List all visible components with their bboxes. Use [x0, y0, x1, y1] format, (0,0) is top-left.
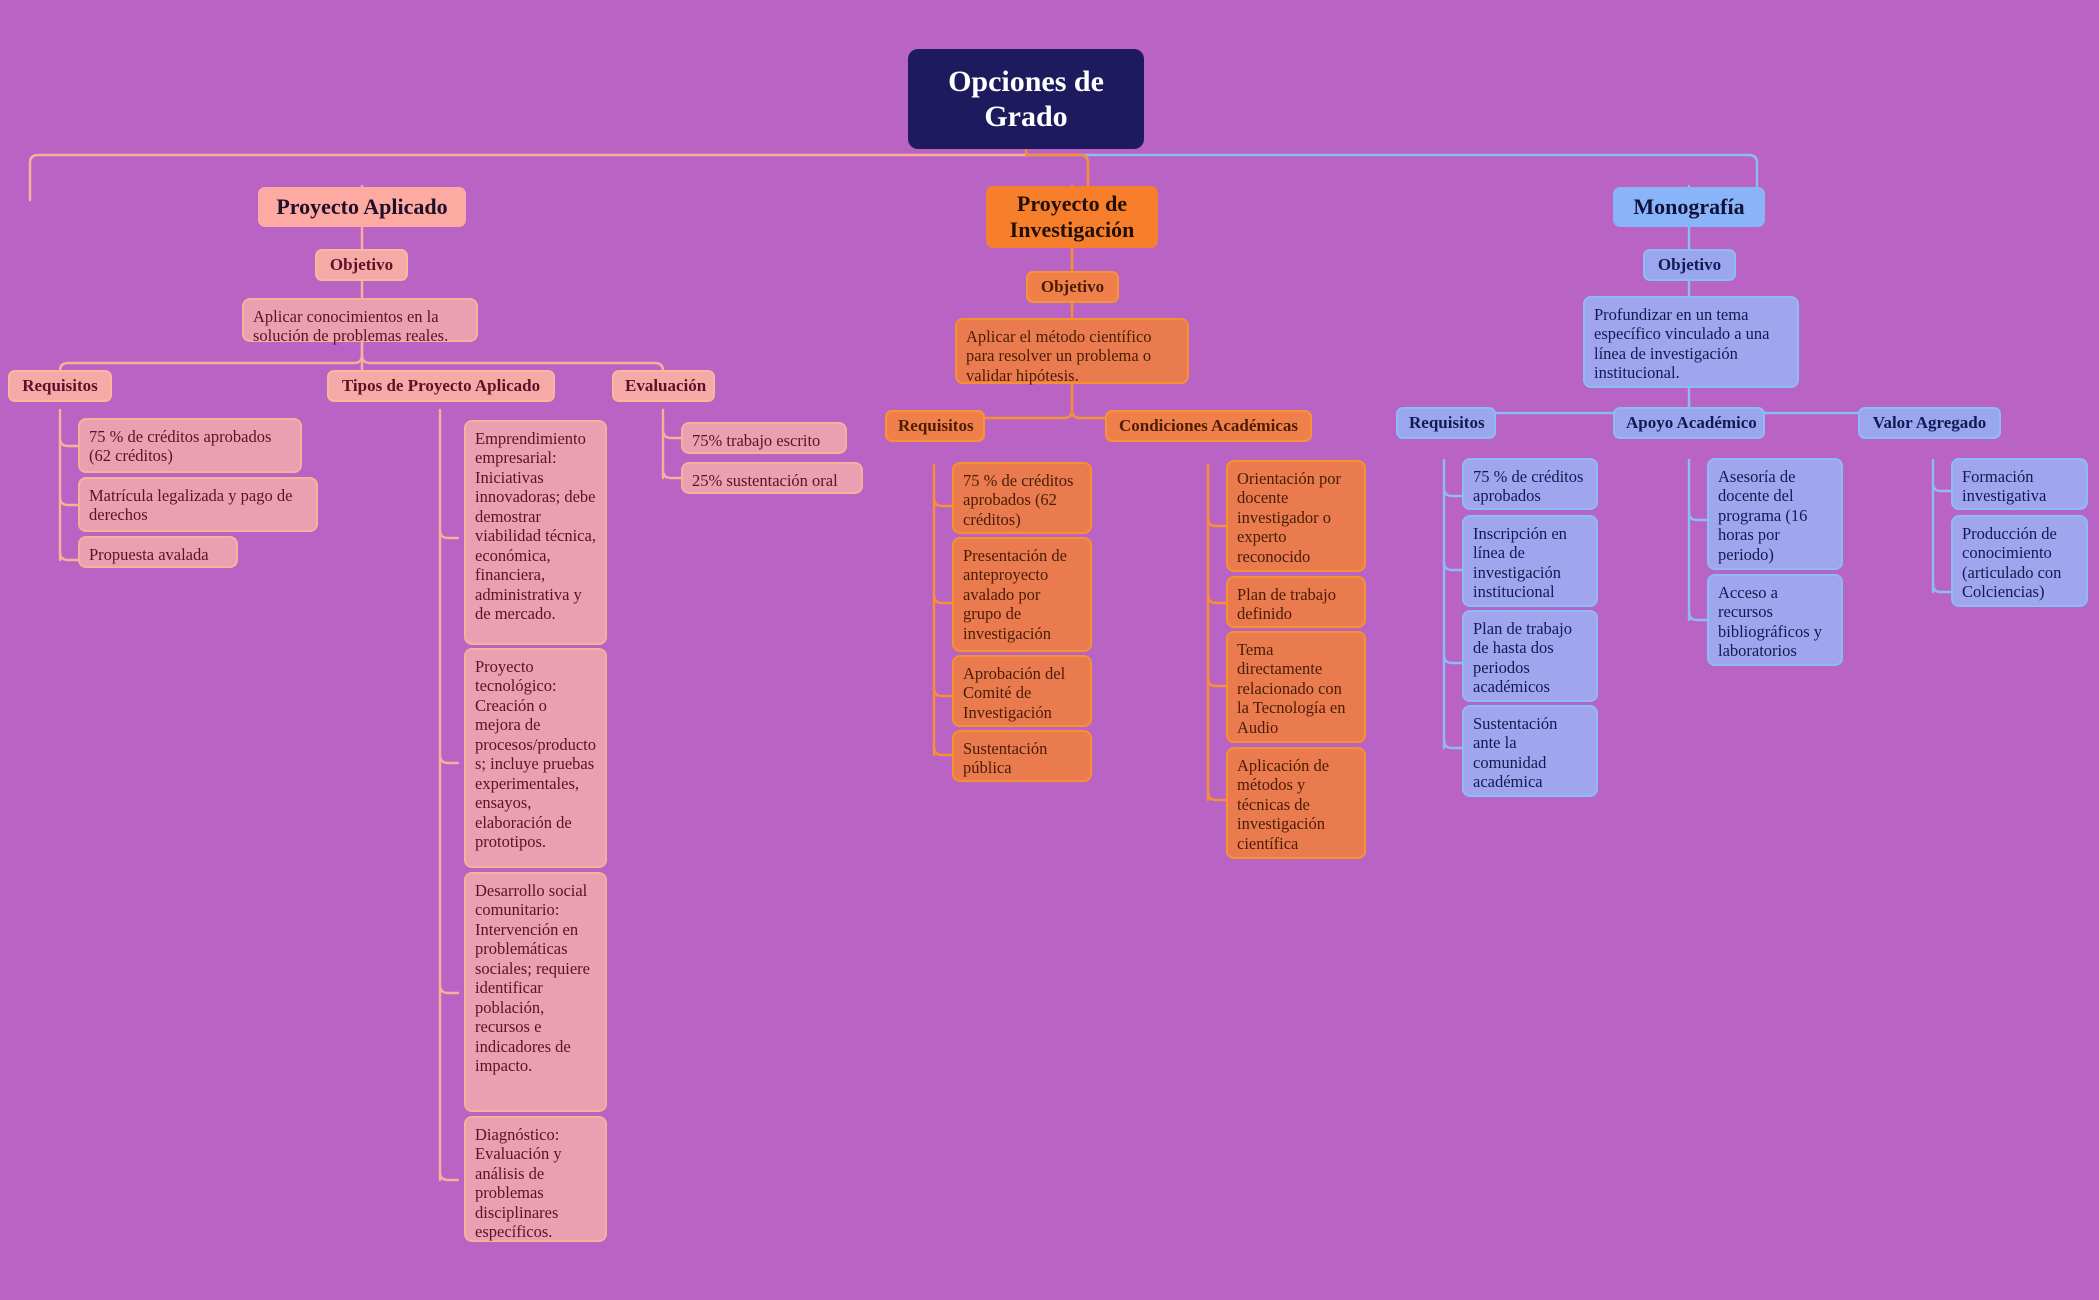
- leaf-text: 75% trabajo escrito: [692, 431, 821, 450]
- list-item: Plan de trabajo definido: [1226, 576, 1366, 628]
- objetivo-pill-investigacion[interactable]: Objetivo: [1026, 271, 1119, 303]
- list-item: Formación investigativa: [1951, 458, 2088, 510]
- leaf-text: Proyecto tecnológico: Creación o mejora …: [475, 657, 596, 852]
- leaf-text: Sustentación pública: [963, 739, 1048, 778]
- objetivo-text-proyecto-aplicado: Aplicar conocimientos en la solución de …: [242, 298, 478, 345]
- leaf-text: Aprobación del Comité de Investigación: [963, 664, 1066, 722]
- list-item: Asesoría de docente del programa (16 hor…: [1707, 458, 1843, 570]
- leaf-text: Propuesta avalada: [89, 545, 209, 564]
- list-item: Orientación por docente investigador o e…: [1226, 460, 1366, 572]
- branch-header-monografia[interactable]: Monografía: [1613, 187, 1765, 227]
- leaf-text: 25% sustentación oral: [692, 471, 838, 490]
- group-title: Tipos de Proyecto Aplicado: [341, 375, 541, 395]
- list-item: Plan de trabajo de hasta dos periodos ac…: [1462, 610, 1598, 702]
- leaf-text: Plan de trabajo de hasta dos periodos ac…: [1473, 619, 1572, 697]
- branch-title: Proyecto Aplicado: [276, 194, 448, 220]
- leaf-text: Aplicación de métodos y técnicas de inve…: [1237, 756, 1330, 853]
- objetivo-label: Objetivo: [1040, 276, 1105, 296]
- group-header-valor-agregado[interactable]: Valor Agregado: [1858, 407, 2001, 439]
- list-item: Emprendimiento empresarial: Iniciativas …: [464, 420, 607, 645]
- objetivo-text: Aplicar el método científico para resolv…: [966, 327, 1152, 385]
- list-item: Matrícula legalizada y pago de derechos: [78, 477, 318, 532]
- group-header-apoyo-academico[interactable]: Apoyo Académico: [1613, 407, 1765, 439]
- branch-header-proyecto-de-investigacion[interactable]: Proyecto de Investigación: [986, 186, 1158, 248]
- leaf-text: Sustentación ante la comunidad académica: [1473, 714, 1558, 792]
- group-header-tipos-proyecto-aplicado[interactable]: Tipos de Proyecto Aplicado: [327, 370, 555, 402]
- leaf-text: Orientación por docente investigador o e…: [1237, 469, 1342, 566]
- list-item: Aprobación del Comité de Investigación: [952, 655, 1092, 727]
- root-label: Opciones de Grado: [948, 64, 1104, 133]
- leaf-text: Tema directamente relacionado con la Tec…: [1237, 640, 1346, 737]
- group-title: Apoyo Académico: [1626, 412, 1757, 432]
- group-title: Requisitos: [898, 415, 974, 435]
- group-title: Valor Agregado: [1872, 412, 1987, 432]
- group-title: Condiciones Académicas: [1119, 415, 1298, 435]
- list-item: Acceso a recursos bibliográficos y labor…: [1707, 574, 1843, 666]
- leaf-text: Plan de trabajo definido: [1237, 585, 1336, 624]
- objetivo-pill-monografia[interactable]: Objetivo: [1643, 249, 1736, 281]
- objetivo-text-investigacion: Aplicar el método científico para resolv…: [955, 318, 1189, 385]
- branch-title: Monografía: [1633, 194, 1745, 220]
- list-item: Sustentación ante la comunidad académica: [1462, 705, 1598, 797]
- leaf-text: 75 % de créditos aprobados (62 créditos): [963, 471, 1074, 529]
- objetivo-pill-proyecto-aplicado[interactable]: Objetivo: [315, 249, 408, 281]
- group-header-requisitos-aplicado[interactable]: Requisitos: [8, 370, 112, 402]
- list-item: Sustentación pública: [952, 730, 1092, 782]
- root-node[interactable]: Opciones de Grado: [908, 49, 1144, 149]
- list-item: Aplicación de métodos y técnicas de inve…: [1226, 747, 1366, 859]
- branch-title: Proyecto de Investigación: [1009, 191, 1135, 242]
- list-item: Presentación de anteproyecto avalado por…: [952, 537, 1092, 652]
- objetivo-label: Objetivo: [329, 254, 394, 274]
- leaf-text: Diagnóstico: Evaluación y análisis de pr…: [475, 1125, 562, 1242]
- list-item: Inscripción en línea de investigación in…: [1462, 515, 1598, 607]
- group-header-requisitos-investigacion[interactable]: Requisitos: [885, 410, 985, 442]
- group-header-evaluacion[interactable]: Evaluación: [612, 370, 715, 402]
- list-item: 75 % de créditos aprobados (62 créditos): [952, 462, 1092, 534]
- list-item: Desarrollo social comunitario: Intervenc…: [464, 872, 607, 1112]
- list-item: Proyecto tecnológico: Creación o mejora …: [464, 648, 607, 868]
- leaf-text: Acceso a recursos bibliográficos y labor…: [1718, 583, 1823, 661]
- group-title: Requisitos: [1409, 412, 1485, 432]
- leaf-text: Inscripción en línea de investigación in…: [1473, 524, 1567, 602]
- list-item: 75 % de créditos aprobados: [1462, 458, 1598, 510]
- group-header-condiciones-academicas[interactable]: Condiciones Académicas: [1105, 410, 1312, 442]
- list-item: 75% trabajo escrito: [681, 422, 847, 454]
- list-item: 25% sustentación oral: [681, 462, 863, 494]
- list-item: Tema directamente relacionado con la Tec…: [1226, 631, 1366, 743]
- group-title: Evaluación: [625, 375, 707, 395]
- list-item: Propuesta avalada: [78, 536, 238, 568]
- leaf-text: Emprendimiento empresarial: Iniciativas …: [475, 429, 596, 624]
- leaf-text: Presentación de anteproyecto avalado por…: [963, 546, 1068, 643]
- group-header-requisitos-monografia[interactable]: Requisitos: [1396, 407, 1496, 439]
- objetivo-text-monografia: Profundizar en un tema específico vincul…: [1583, 296, 1799, 388]
- leaf-text: Desarrollo social comunitario: Intervenc…: [475, 881, 590, 1076]
- leaf-text: Formación investigativa: [1962, 467, 2047, 506]
- list-item: Diagnóstico: Evaluación y análisis de pr…: [464, 1116, 607, 1242]
- leaf-text: 75 % de créditos aprobados: [1473, 467, 1584, 506]
- list-item: 75 % de créditos aprobados (62 créditos): [78, 418, 302, 473]
- leaf-text: Asesoría de docente del programa (16 hor…: [1718, 467, 1808, 564]
- leaf-text: Producción de conocimiento (articulado c…: [1962, 524, 2062, 602]
- list-item: Producción de conocimiento (articulado c…: [1951, 515, 2088, 607]
- group-title: Requisitos: [22, 375, 98, 395]
- objetivo-text: Profundizar en un tema específico vincul…: [1594, 305, 1770, 383]
- objetivo-text: Aplicar conocimientos en la solución de …: [253, 307, 449, 346]
- branch-header-proyecto-aplicado[interactable]: Proyecto Aplicado: [258, 187, 466, 227]
- objetivo-label: Objetivo: [1657, 254, 1722, 274]
- leaf-text: 75 % de créditos aprobados (62 créditos): [89, 427, 272, 466]
- leaf-text: Matrícula legalizada y pago de derechos: [89, 486, 293, 525]
